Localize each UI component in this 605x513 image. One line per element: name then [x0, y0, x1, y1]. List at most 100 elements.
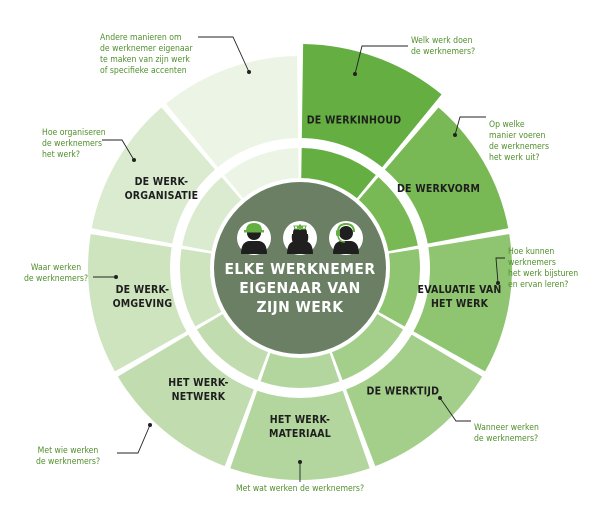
- segment-werkomgeving: [88, 234, 187, 372]
- question-line: de werknemers: [42, 139, 102, 149]
- leader-line-q-werkinhoud: [354, 45, 408, 75]
- segment-label-line: DE WERK-: [116, 284, 170, 296]
- segment-evaluatie-inner: [376, 248, 421, 327]
- segment-label-line: HET WERK-: [270, 414, 330, 426]
- segment-andere-inner: [224, 148, 299, 200]
- question-line: het werk?: [42, 150, 80, 160]
- segment-werkorganisatie: [91, 107, 216, 244]
- question-line: Hoe organiseren: [42, 128, 106, 138]
- question-line: Op welke: [489, 120, 525, 130]
- segment-werkinhoud-inner: [301, 148, 376, 200]
- leader-dot: [453, 133, 457, 137]
- segment-label-werktijd: DE WERKTIJD: [367, 386, 440, 398]
- question-line: of specifieke accenten: [100, 66, 187, 76]
- question-line: Met wat werken de werknemers?: [236, 484, 364, 494]
- segment-label-line: OMGEVING: [113, 298, 173, 310]
- segment-label-line: DE WERKVORM: [397, 183, 480, 195]
- segment-evaluatie: [413, 234, 513, 372]
- question-line: de werknemers: [489, 142, 549, 152]
- question-q-werkmateriaal: Met wat werken de werknemers?: [236, 484, 364, 494]
- segment-label-evaluatie: EVALUATIE VAN HET WERK: [418, 284, 502, 310]
- headset-operator-icon: [329, 221, 363, 255]
- segments-group: [88, 44, 513, 480]
- leader-dot: [114, 275, 118, 279]
- question-line: te maken van zijn werk: [100, 55, 190, 65]
- segment-werknetwerk: [117, 334, 254, 467]
- question-line: de werknemers?: [474, 434, 538, 444]
- segment-werkvorm-inner: [357, 177, 418, 252]
- question-line: de werknemer eigenaar: [100, 44, 193, 54]
- segment-label-line: DE WERKINHOUD: [307, 115, 402, 127]
- ring-separator: [172, 140, 428, 396]
- segment-label-werkmateriaal: HET WERK- MATERIAAL: [269, 414, 331, 440]
- nurse-icon: [283, 221, 317, 255]
- question-line: Wanneer werken: [474, 423, 539, 433]
- segment-label-werkvorm: DE WERKVORM: [397, 183, 480, 195]
- segment-werkorganisatie-inner: [182, 177, 243, 252]
- segment-label-line: HET WERK-: [168, 377, 228, 389]
- question-line: de werknemers?: [411, 47, 475, 57]
- segment-werknetwerk-inner: [196, 313, 269, 381]
- question-line: Welk werk doen: [411, 36, 473, 46]
- leader-dot: [247, 70, 251, 74]
- segment-label-werkorganisatie: DE WERK- ORGANISATIE: [125, 176, 199, 202]
- leader-line-q-werkorganisatie: [102, 139, 135, 161]
- center-title-line: ZIJN WERK: [256, 298, 344, 316]
- center-title-line: EIGENAAR VAN: [239, 279, 361, 297]
- leader-dot: [438, 396, 442, 400]
- worker-hardhat-icon: [237, 221, 271, 255]
- segment-label-line: ORGANISATIE: [125, 190, 199, 202]
- question-line: manier voeren: [489, 131, 546, 141]
- segment-label-line: EVALUATIE VAN: [418, 284, 502, 296]
- question-line: Met wie werken: [38, 446, 99, 456]
- segment-label-werkinhoud: DE WERKINHOUD: [307, 115, 402, 127]
- question-line: en ervan leren?: [508, 280, 568, 290]
- center-title-line: ELKE WERKNEMER: [224, 260, 375, 278]
- leader-dot: [353, 72, 357, 76]
- segment-werkmateriaal: [230, 390, 370, 480]
- leader-dot: [148, 423, 152, 427]
- leader-line-q-werknetwerk: [117, 424, 151, 454]
- question-line: werknemers: [508, 258, 556, 268]
- segment-werktijd: [346, 334, 483, 467]
- segment-werkinhoud: [301, 44, 442, 168]
- segment-label-line: NETWERK: [172, 391, 226, 403]
- question-line: de werknemers?: [24, 274, 88, 284]
- segment-label-werkomgeving: DE WERK- OMGEVING: [113, 284, 173, 310]
- segment-werkomgeving-inner: [180, 248, 224, 327]
- segment-label-line: MATERIAAL: [269, 428, 331, 440]
- leader-dot: [132, 158, 136, 162]
- question-line: Waar werken: [31, 263, 81, 273]
- question-line: het werk bijsturen: [508, 269, 578, 279]
- segment-werkvorm: [384, 107, 509, 244]
- leader-dot: [298, 460, 302, 464]
- question-line: de werknemers?: [36, 457, 100, 467]
- leader-line-q-andere: [198, 36, 250, 73]
- segment-andere: [166, 56, 299, 168]
- segment-werkmateriaal-inner: [260, 351, 340, 388]
- leader-dot: [496, 281, 500, 285]
- segment-label-line: HET WERK: [431, 298, 489, 310]
- segment-werktijd-inner: [331, 313, 404, 381]
- segment-label-line: DE WERK-: [135, 176, 189, 188]
- segment-label-line: DE WERKTIJD: [367, 386, 440, 398]
- segment-label-werknetwerk: HET WERK- NETWERK: [168, 377, 228, 403]
- question-line: Andere manieren om: [100, 33, 182, 43]
- leader-line-q-werktijd: [439, 397, 471, 422]
- question-line: het werk uit?: [489, 153, 540, 163]
- leader-line-q-werkvorm: [454, 116, 486, 136]
- question-line: Hoe kunnen: [508, 247, 554, 257]
- leader-line-q-evaluatie: [495, 257, 505, 284]
